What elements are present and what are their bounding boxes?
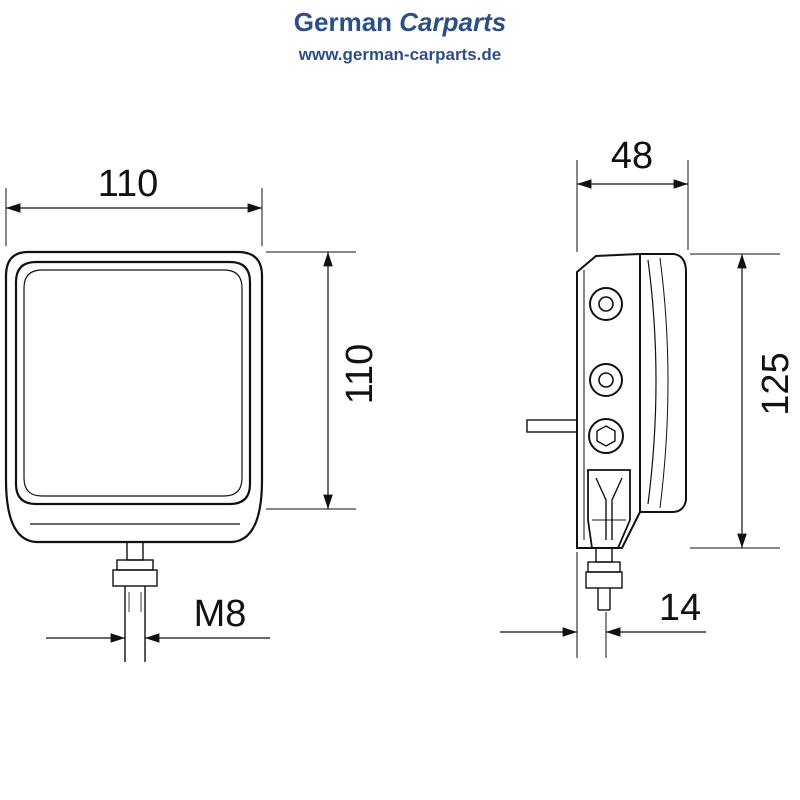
- front-width-label: 110: [98, 163, 159, 205]
- brand-url: www.german-carparts.de: [298, 45, 502, 64]
- brand-name-part1: German: [293, 7, 400, 37]
- brand-name-part2: Carparts: [399, 7, 507, 37]
- side-offset-label: 14: [659, 587, 701, 629]
- front-lens-outline: [14, 260, 252, 506]
- side-lens-bezel: [640, 253, 687, 513]
- side-screw-middle: [589, 363, 623, 397]
- side-bracket: [587, 469, 631, 549]
- side-cable: [526, 419, 578, 433]
- side-height-label: 125: [755, 352, 797, 415]
- side-lens-curve: [647, 259, 657, 505]
- side-screw-bottom: [588, 418, 624, 454]
- brand-header: German Carparts www.german-carparts.de: [0, 6, 800, 66]
- front-view: [4, 188, 356, 662]
- brand-logo: German Carparts: [0, 6, 800, 38]
- side-view: [500, 160, 780, 658]
- front-lens-bevel: [23, 269, 243, 497]
- side-depth-label: 48: [611, 135, 653, 177]
- side-mounting-bolt: [585, 547, 623, 611]
- thread-label: M8: [194, 593, 247, 635]
- front-height-label: 110: [339, 344, 381, 405]
- front-mounting-bolt: [112, 541, 158, 662]
- side-screw-top: [589, 287, 623, 321]
- front-housing-outline: [4, 250, 264, 544]
